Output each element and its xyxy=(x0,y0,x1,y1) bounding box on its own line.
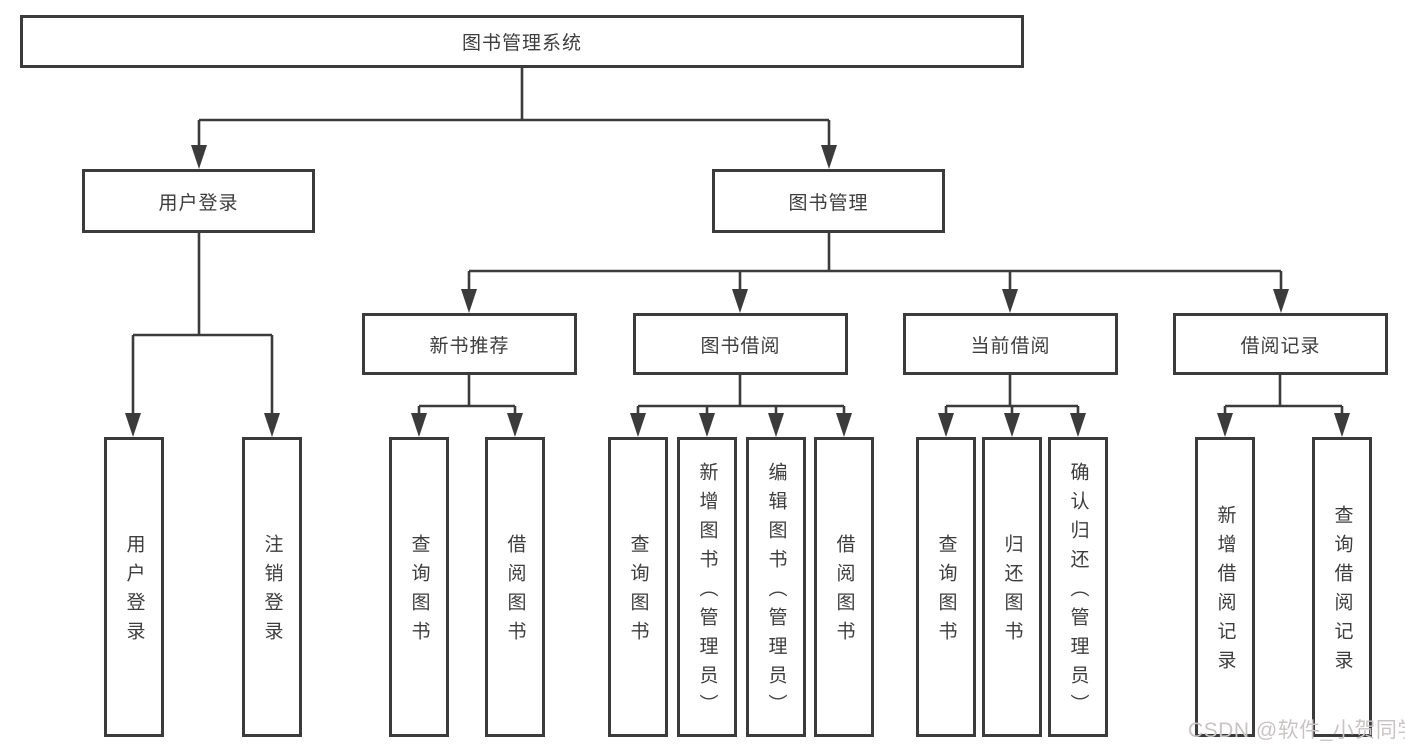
leaf-logout: 注销登录 xyxy=(242,437,302,737)
node-label: 新增图书（管理员） xyxy=(696,461,718,723)
node-label: 确认归还（管理员） xyxy=(1067,461,1089,723)
leaf-query-books-recommend: 查询图书 xyxy=(389,437,449,737)
node-current-borrowing: 当前借阅 xyxy=(903,313,1118,375)
node-user-login: 用户登录 xyxy=(82,169,315,233)
leaf-query-books-current: 查询图书 xyxy=(916,437,976,737)
arrowhead-icons xyxy=(125,145,1350,437)
leaf-confirm-return-admin: 确认归还（管理员） xyxy=(1048,437,1108,737)
leaf-query-books-borrow: 查询图书 xyxy=(608,437,668,737)
node-label: 查询借阅记录 xyxy=(1331,505,1353,679)
node-label: 借阅图书 xyxy=(504,534,526,650)
node-label: 图书管理 xyxy=(788,192,869,214)
leaf-borrow-books-recommend: 借阅图书 xyxy=(485,437,545,737)
node-label: 查询图书 xyxy=(408,534,430,650)
node-label: 查询图书 xyxy=(935,534,957,650)
csdn-watermark: CSDN @软件_小贺同学 xyxy=(1188,719,1405,742)
node-label: 借阅记录 xyxy=(1240,335,1321,357)
node-label: 图书借阅 xyxy=(700,335,781,357)
node-book-borrowing: 图书借阅 xyxy=(633,313,848,375)
node-borrowing-records: 借阅记录 xyxy=(1173,313,1388,375)
leaf-add-book-admin: 新增图书（管理员） xyxy=(677,437,737,737)
node-label: 新书推荐 xyxy=(429,335,510,357)
node-label: 注销登录 xyxy=(261,534,283,650)
node-library-management-system: 图书管理系统 xyxy=(20,15,1024,68)
node-label: 查询图书 xyxy=(627,534,649,650)
node-label: 借阅图书 xyxy=(833,534,855,650)
node-new-book-recommend: 新书推荐 xyxy=(362,313,577,375)
node-label: 用户登录 xyxy=(158,192,239,214)
leaf-query-borrow-record: 查询借阅记录 xyxy=(1312,437,1372,737)
leaf-user-login: 用户登录 xyxy=(104,437,164,737)
node-label: 归还图书 xyxy=(1001,534,1023,650)
leaf-borrow-books: 借阅图书 xyxy=(814,437,874,737)
leaf-edit-book-admin: 编辑图书（管理员） xyxy=(746,437,806,737)
leaf-add-borrow-record: 新增借阅记录 xyxy=(1195,437,1255,737)
node-label: 用户登录 xyxy=(123,534,145,650)
node-label: 图书管理系统 xyxy=(461,33,582,54)
node-label: 编辑图书（管理员） xyxy=(765,461,787,723)
node-label: 新增借阅记录 xyxy=(1214,505,1236,679)
node-book-management: 图书管理 xyxy=(712,169,945,233)
node-label: 当前借阅 xyxy=(970,335,1051,357)
leaf-return-books: 归还图书 xyxy=(982,437,1042,737)
